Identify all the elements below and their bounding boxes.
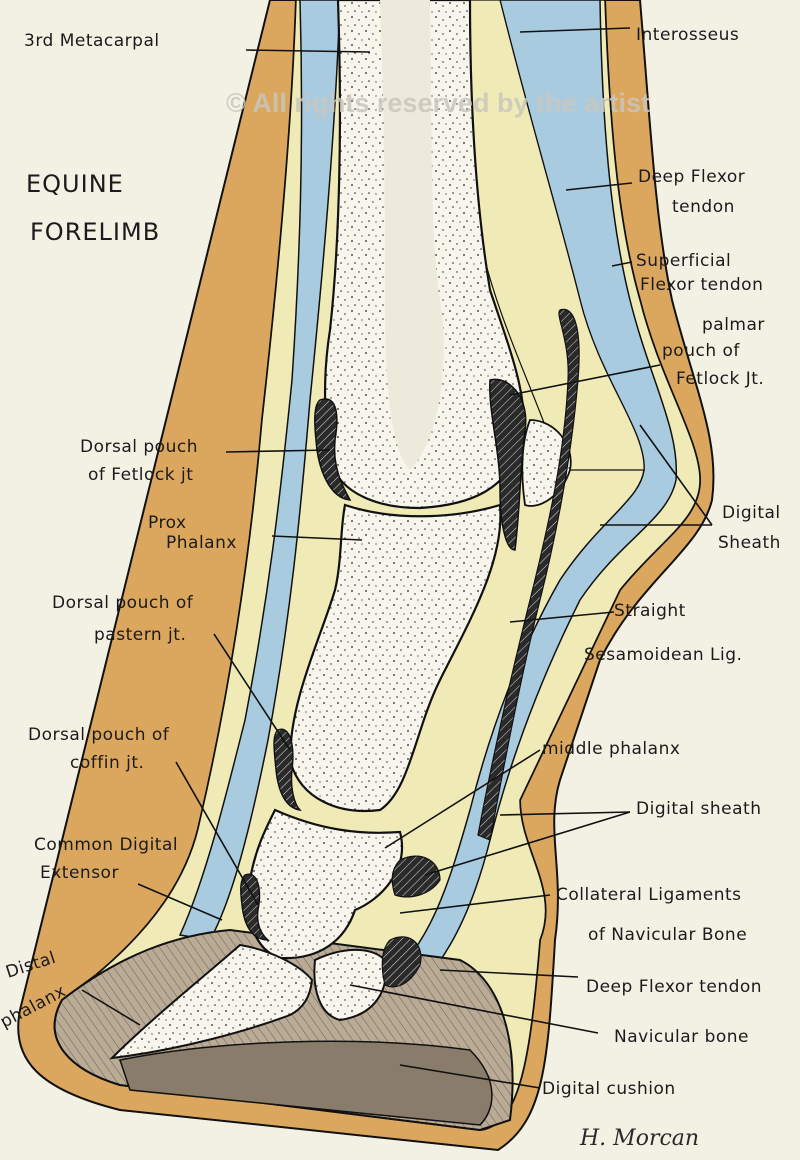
label-prox-1: Prox [148, 513, 187, 533]
label-collateral-2: of Navicular Bone [588, 925, 747, 945]
digital-sheath-lower [391, 855, 441, 898]
label-collateral-1: Collateral Ligaments [556, 885, 742, 905]
leader-lines [81, 27, 713, 1089]
label-navicular: Navicular bone [614, 1027, 749, 1047]
watermark: © All rights reserved by the artist [226, 88, 650, 118]
label-dorsal-pastern-2: pastern jt. [94, 625, 186, 645]
label-dorsal-fetlock-1: Dorsal pouch [80, 437, 198, 457]
dorsal-coffin-pouch [240, 873, 270, 941]
label-palmar-1: palmar [702, 315, 765, 335]
title-block: EQUINE FORELIMB [26, 170, 160, 246]
label-common-ext-2: Extensor [40, 863, 119, 883]
digital-sheath-upper [477, 308, 580, 841]
label-deep-flexor-lower: Deep Flexor tendon [586, 977, 762, 997]
label-dorsal-pastern-1: Dorsal pouch of [52, 593, 194, 613]
label-straight-2: Sesamoidean Lig. [584, 645, 742, 665]
label-middle-phalanx: middle phalanx [542, 739, 680, 759]
palmar-fetlock-pouch [489, 378, 527, 551]
label-dorsal-fetlock-2: of Fetlock jt [88, 465, 193, 485]
label-metacarpal: 3rd Metacarpal [24, 31, 160, 51]
title-line-1: EQUINE [26, 170, 124, 198]
label-straight-1: Straight [614, 601, 686, 621]
label-dorsal-coffin-2: coffin jt. [70, 753, 144, 773]
label-common-ext-1: Common Digital [34, 835, 178, 855]
label-palmar-3: Fetlock Jt. [676, 369, 764, 389]
artist-signature: H. Morcan [579, 1126, 699, 1151]
label-prox-2: Phalanx [166, 533, 237, 553]
label-superficial-1: Superficial [636, 251, 731, 271]
label-palmar-2: pouch of [662, 341, 740, 361]
label-digital-sheath-2: Sheath [718, 533, 781, 553]
digital-cushion [119, 1040, 493, 1126]
label-cushion: Digital cushion [542, 1079, 676, 1099]
dorsal-fetlock-pouch [314, 398, 352, 501]
navicular-bursa [381, 936, 422, 988]
dorsal-pastern-pouch [273, 728, 302, 811]
marrow-canal [380, 0, 444, 470]
label-superficial-2: Flexor tendon [640, 275, 763, 295]
label-deep-flexor-2: tendon [672, 197, 735, 217]
distal-phalanx-shape [109, 943, 314, 1060]
label-deep-flexor-1: Deep Flexor [638, 167, 745, 187]
title-line-2: FORELIMB [30, 218, 160, 246]
label-dorsal-coffin-1: Dorsal pouch of [28, 725, 170, 745]
label-interosseus: Interosseus [636, 25, 739, 45]
label-digital-sheath-1: Digital [722, 503, 781, 523]
label-digital-sheath-lower: Digital sheath [636, 799, 762, 819]
